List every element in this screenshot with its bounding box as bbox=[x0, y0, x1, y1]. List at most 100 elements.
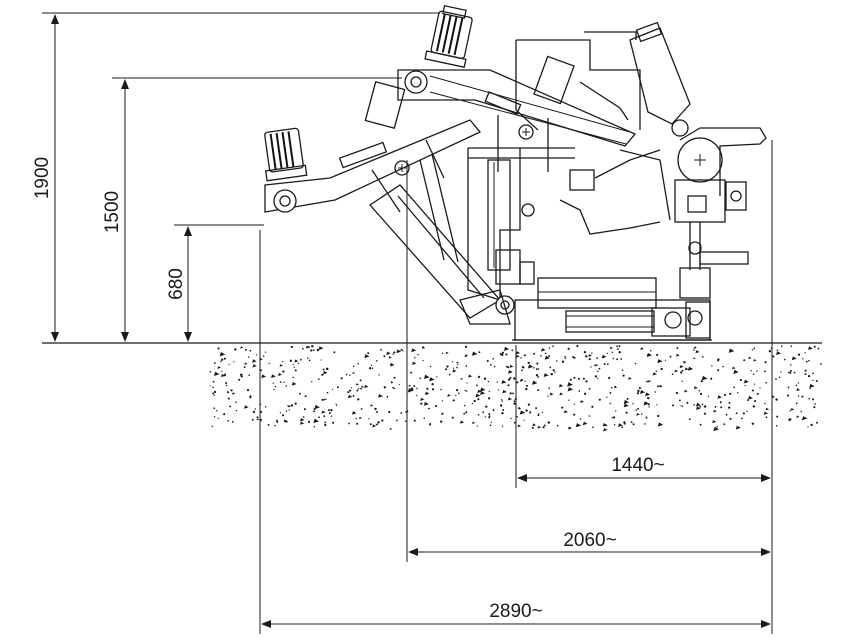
soil-dot bbox=[288, 409, 290, 411]
soil-grain bbox=[318, 346, 324, 351]
soil-grain bbox=[791, 356, 797, 361]
soil-dot bbox=[585, 355, 588, 358]
soil-dot bbox=[693, 349, 695, 351]
soil-grain bbox=[695, 350, 700, 354]
soil-dot bbox=[820, 363, 822, 365]
soil-dot bbox=[548, 387, 551, 390]
soil-dot bbox=[812, 372, 814, 375]
soil-grain bbox=[389, 362, 395, 367]
soil-dot bbox=[621, 369, 624, 372]
lower-motor bbox=[264, 127, 308, 182]
soil-dot bbox=[386, 395, 389, 398]
soil-dot bbox=[357, 388, 360, 390]
upper-conveyor-arm bbox=[364, 55, 637, 172]
soil-dot bbox=[657, 414, 660, 418]
soil-dot bbox=[260, 410, 263, 413]
base-frame bbox=[512, 277, 712, 341]
soil-grain bbox=[521, 365, 525, 369]
soil-dot bbox=[632, 423, 635, 426]
base-housing bbox=[537, 277, 657, 309]
soil-dot bbox=[404, 420, 407, 422]
soil-dot bbox=[496, 381, 498, 383]
soil-dot bbox=[410, 371, 413, 374]
soil-dot bbox=[616, 358, 619, 361]
soil-dot bbox=[413, 419, 416, 422]
soil-grain bbox=[507, 370, 513, 374]
soil-dot bbox=[615, 410, 617, 412]
soil-dot bbox=[556, 424, 559, 427]
soil-dot bbox=[446, 365, 449, 368]
soil-grain bbox=[802, 416, 808, 421]
soil-dot bbox=[368, 367, 372, 370]
soil-dot bbox=[465, 411, 468, 414]
soil-dot bbox=[527, 361, 530, 365]
soil-dot bbox=[716, 425, 718, 428]
soil-dot bbox=[416, 387, 418, 390]
soil-dot bbox=[746, 410, 748, 413]
soil-dot bbox=[516, 381, 519, 384]
soil-grain bbox=[300, 418, 305, 422]
soil-grain bbox=[804, 369, 808, 372]
soil-grain bbox=[243, 405, 249, 409]
soil-grain bbox=[527, 364, 534, 369]
soil-dot bbox=[392, 353, 394, 356]
soil-dot bbox=[374, 407, 377, 411]
soil-dot bbox=[463, 404, 466, 407]
soil-dot bbox=[352, 394, 355, 397]
soil-dot bbox=[313, 410, 316, 413]
drive-shaft-housing bbox=[565, 310, 655, 333]
soil-dot bbox=[285, 410, 288, 412]
soil-dot bbox=[292, 376, 294, 379]
soil-dot bbox=[816, 421, 818, 424]
soil-dot bbox=[728, 402, 731, 404]
soil-dot bbox=[812, 379, 814, 382]
soil-dot bbox=[701, 355, 704, 358]
soil-dot bbox=[813, 406, 816, 409]
soil-dot bbox=[282, 414, 285, 417]
soil-dot bbox=[297, 362, 300, 364]
soil-dot bbox=[423, 417, 425, 419]
soil-dot bbox=[525, 387, 528, 391]
soil-grain bbox=[252, 364, 257, 368]
soil-dot bbox=[429, 422, 431, 425]
soil-grain bbox=[776, 351, 782, 355]
soil-dot bbox=[647, 397, 650, 400]
soil-dot bbox=[540, 355, 542, 357]
soil-dot bbox=[340, 377, 343, 380]
soil-dot bbox=[519, 407, 521, 410]
soil-dot bbox=[352, 365, 355, 367]
upper-pulley bbox=[404, 70, 428, 94]
soil-dot bbox=[524, 380, 526, 382]
soil-dot bbox=[260, 369, 262, 372]
soil-dot bbox=[221, 370, 223, 373]
dimension-label-1440: 1440~ bbox=[611, 455, 664, 476]
soil-grain bbox=[695, 402, 701, 407]
soil-grain bbox=[364, 384, 369, 389]
soil-grain bbox=[300, 421, 305, 425]
soil-dot bbox=[567, 347, 570, 350]
soil-dot bbox=[531, 426, 534, 429]
soil-dot bbox=[647, 403, 650, 406]
soil-dot bbox=[348, 422, 350, 425]
soil-dot bbox=[550, 372, 553, 376]
soil-dot bbox=[759, 387, 761, 389]
soil-dot bbox=[419, 377, 422, 380]
soil-dot bbox=[789, 372, 792, 374]
soil-dot bbox=[493, 365, 496, 368]
soil-dot bbox=[396, 419, 398, 422]
soil-dot bbox=[648, 380, 651, 382]
soil-dot bbox=[612, 357, 614, 360]
soil-dot bbox=[775, 398, 778, 401]
soil-dot bbox=[675, 391, 679, 395]
soil-dot bbox=[613, 423, 616, 426]
soil-dot bbox=[212, 386, 214, 389]
soil-dot bbox=[723, 423, 726, 426]
soil-dot bbox=[228, 363, 230, 365]
soil-grain bbox=[675, 353, 680, 357]
soil-dot bbox=[664, 359, 667, 361]
soil-dot bbox=[318, 416, 320, 419]
soil-dot bbox=[680, 405, 682, 407]
control-box bbox=[569, 169, 595, 191]
soil-dot bbox=[729, 417, 732, 420]
soil-grain bbox=[429, 377, 435, 382]
